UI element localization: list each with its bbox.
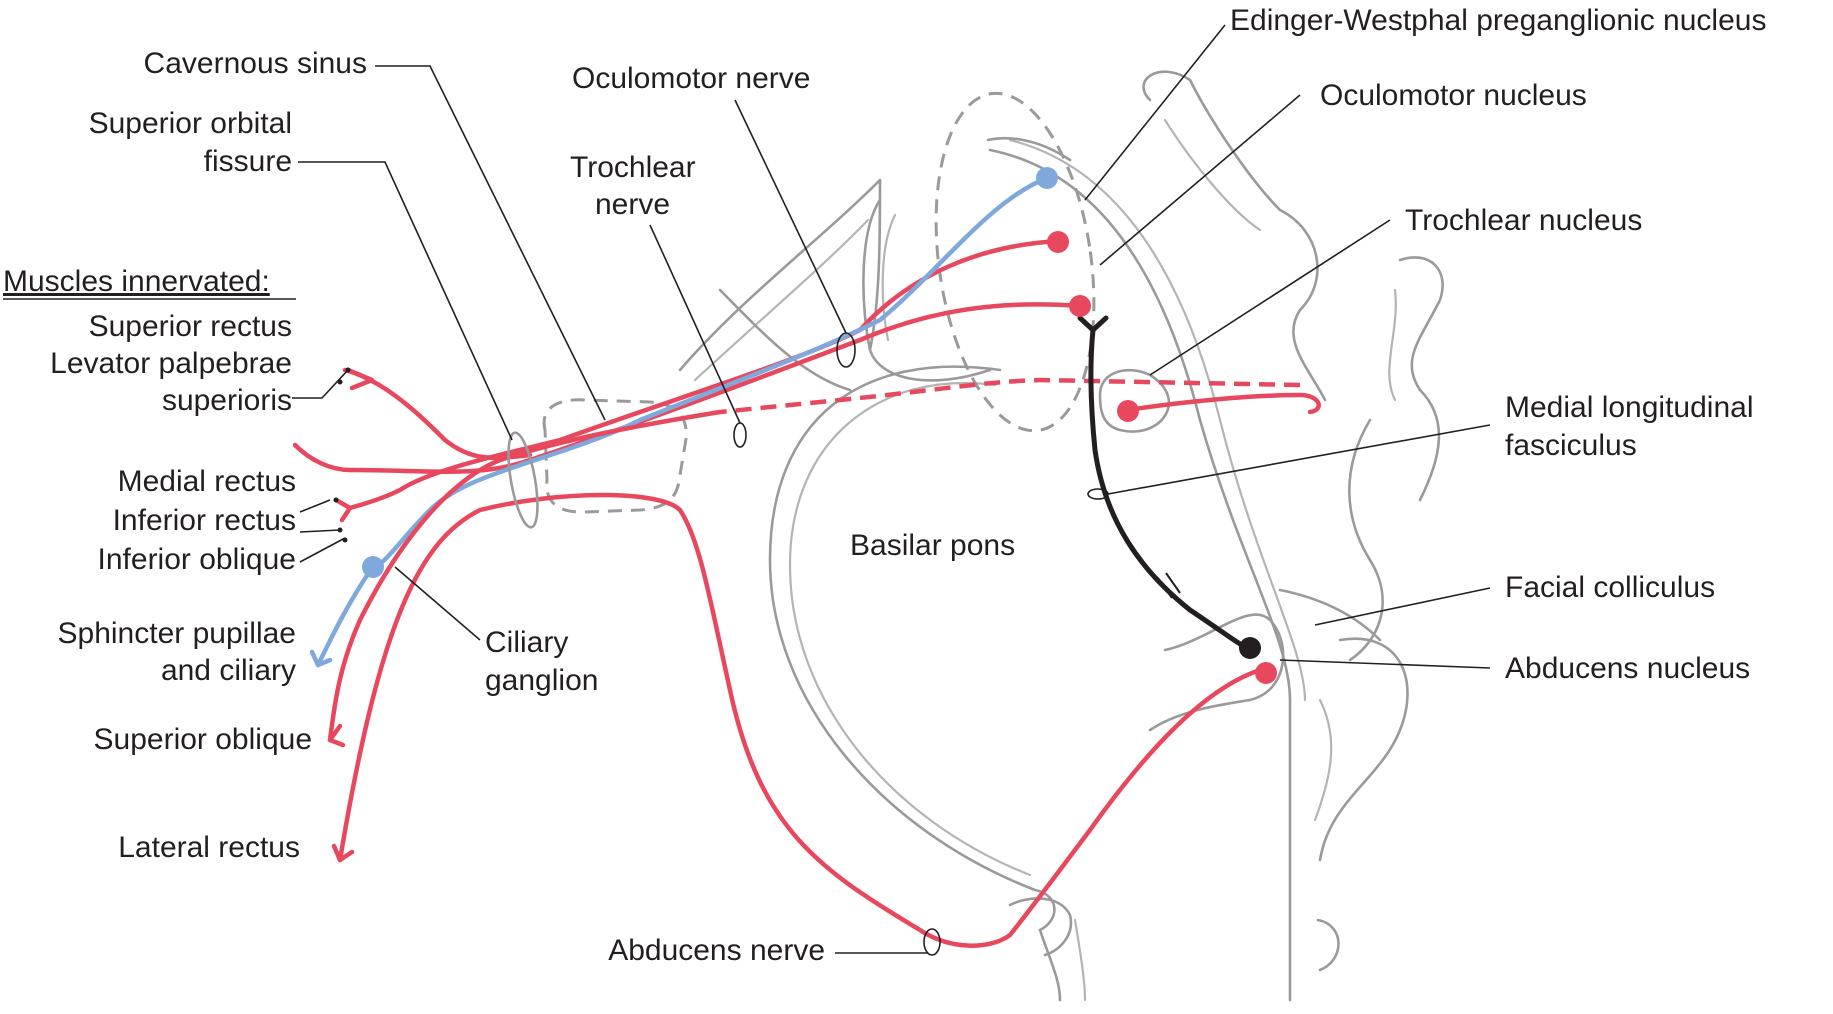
label-sphincter-1: Sphincter pupillae	[58, 617, 297, 650]
label-ciliary-ganglion-2: ganglion	[485, 664, 598, 697]
mlf-fork-left	[1077, 315, 1096, 333]
label-superior-orbital-1: Superior orbital	[89, 107, 292, 140]
abducens-nerve-ring	[923, 928, 941, 956]
label-oculomotor-nerve: Oculomotor nerve	[572, 62, 810, 95]
trochlear-nucleus-dot	[1117, 400, 1139, 422]
label-ciliary-ganglion-1: Ciliary	[485, 626, 568, 659]
leader-lines	[292, 24, 1491, 954]
label-mlf-1: Medial longitudinal	[1505, 391, 1754, 424]
label-trochlear-nerve-2: nerve	[595, 188, 670, 221]
label-superior-rectus: Superior rectus	[89, 310, 292, 343]
oculomotor-superior-branch	[342, 367, 533, 460]
label-medial-rectus: Medial rectus	[118, 465, 296, 498]
sphincter-terminal	[309, 649, 333, 668]
abducens-nucleus-black-dot	[1239, 637, 1261, 659]
mlf-fork-right	[1090, 315, 1109, 333]
medial-rectus-terminal	[333, 497, 353, 523]
label-mlf-2: fasciculus	[1505, 429, 1637, 462]
nerve-paths	[292, 175, 1321, 948]
label-muscles-header: Muscles innervated:	[3, 265, 270, 298]
label-basilar-pons: Basilar pons	[850, 529, 1015, 562]
trochlear-fiber-out	[327, 409, 723, 743]
label-lateral-rectus: Lateral rectus	[118, 831, 300, 864]
trochlear-fiber-dashed	[719, 377, 1301, 415]
label-levator-1: Levator palpebrae	[50, 347, 292, 380]
edinger-westphal-dot	[1036, 167, 1058, 189]
mlf-break-1	[1157, 577, 1173, 599]
oculomotor-fiber-1	[347, 238, 1063, 511]
labels: Cavernous sinus Superior orbital fissure…	[3, 4, 1766, 967]
abducens-fiber	[337, 492, 1263, 948]
oculomotor-nucleus-dot-1	[1047, 231, 1069, 253]
trochlear-nerve-ring	[733, 422, 747, 448]
trochlear-fiber-solid	[1125, 392, 1321, 415]
superior-rectus-terminal	[345, 367, 375, 391]
brainstem-outline	[678, 70, 1444, 1002]
label-abducens-nerve: Abducens nerve	[608, 934, 825, 967]
label-abducens-nucleus: Abducens nucleus	[1505, 652, 1750, 685]
ciliary-ganglion-dot	[362, 556, 384, 578]
muscle-terminals	[309, 367, 375, 863]
label-facial-colliculus: Facial colliculus	[1505, 571, 1715, 604]
mlf-fiber	[1088, 327, 1253, 653]
edinger-westphal-fiber	[369, 175, 1050, 571]
oculomotor-nucleus-dot-2	[1069, 295, 1091, 317]
superior-oblique-terminal	[327, 723, 346, 748]
abducens-nucleus-red-dot	[1255, 662, 1277, 684]
label-trochlear-nerve-1: Trochlear	[570, 151, 696, 184]
mlf-break-2	[1165, 572, 1181, 594]
ciliary-postganglionic	[315, 565, 375, 668]
label-inferior-rectus: Inferior rectus	[113, 504, 296, 537]
label-superior-oblique: Superior oblique	[94, 723, 312, 756]
label-inferior-oblique: Inferior oblique	[98, 543, 296, 576]
lateral-rectus-terminal	[331, 843, 355, 863]
label-oculomotor-nucleus: Oculomotor nucleus	[1320, 79, 1587, 112]
label-edinger-westphal: Edinger-Westphal preganglionic nucleus	[1230, 4, 1766, 37]
label-cavernous-sinus: Cavernous sinus	[144, 47, 367, 80]
label-levator-2: superioris	[162, 384, 292, 417]
label-sphincter-2: and ciliary	[161, 654, 296, 687]
label-superior-orbital-2: fissure	[204, 145, 292, 178]
label-trochlear-nucleus: Trochlear nucleus	[1405, 204, 1642, 237]
superior-orbital-fissure-ring	[507, 431, 539, 529]
